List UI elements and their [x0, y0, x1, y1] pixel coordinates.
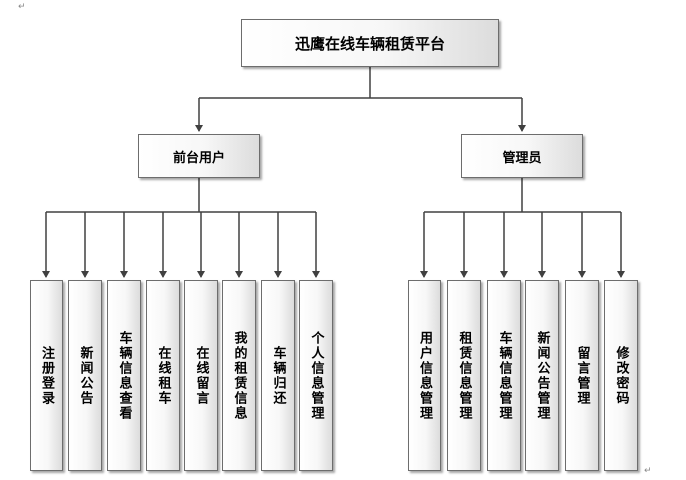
- leaf-label: 修改密码: [613, 345, 629, 406]
- leaf-node: 个人信息管理: [299, 280, 333, 471]
- root-node: 迅鹰在线车辆租赁平台: [241, 19, 499, 67]
- leaf-label: 车辆信息查看: [116, 330, 132, 421]
- leaf-label: 我的租赁信息: [231, 330, 247, 421]
- branch-label: 管理员: [502, 150, 542, 166]
- leaf-label: 个人信息管理: [308, 330, 324, 421]
- paragraph-mark: ↵: [644, 466, 652, 476]
- leaf-node: 在线租车: [146, 280, 180, 471]
- leaf-label: 注册登录: [39, 345, 54, 406]
- leaf-label: 新闻公告: [77, 345, 93, 406]
- root-label: 迅鹰在线车辆租赁平台: [294, 34, 445, 53]
- leaf-label: 新闻公告管理: [534, 330, 550, 421]
- leaf-label: 留言管理: [574, 345, 590, 406]
- leaf-node: 车辆信息查看: [107, 280, 141, 471]
- leaf-node: 车辆信息管理: [487, 280, 521, 471]
- leaf-node: 在线留言: [184, 280, 218, 471]
- leaf-label: 车辆归还: [270, 345, 286, 406]
- branch-label: 前台用户: [172, 150, 225, 166]
- leaf-label: 租赁信息管理: [456, 330, 472, 421]
- leaf-node: 新闻公告管理: [525, 280, 559, 471]
- leaf-node: 我的租赁信息: [222, 280, 256, 471]
- leaf-node: 修改密码: [604, 280, 638, 471]
- leaf-node: 新闻公告: [68, 280, 102, 471]
- paragraph-mark: ↵: [18, 2, 26, 12]
- leaf-label: 在线租车: [155, 345, 171, 406]
- leaf-node: 注册登录: [30, 280, 63, 471]
- leaf-node: 租赁信息管理: [447, 280, 481, 471]
- leaf-node: 用户信息管理: [408, 280, 441, 471]
- branch-node-frontend-user: 前台用户: [138, 134, 260, 178]
- leaf-node: 留言管理: [565, 280, 599, 471]
- branch-node-admin: 管理员: [461, 134, 583, 178]
- leaf-label: 在线留言: [193, 345, 209, 406]
- leaf-label: 用户信息管理: [417, 330, 432, 421]
- leaf-node: 车辆归还: [261, 280, 295, 471]
- leaf-label: 车辆信息管理: [496, 330, 512, 421]
